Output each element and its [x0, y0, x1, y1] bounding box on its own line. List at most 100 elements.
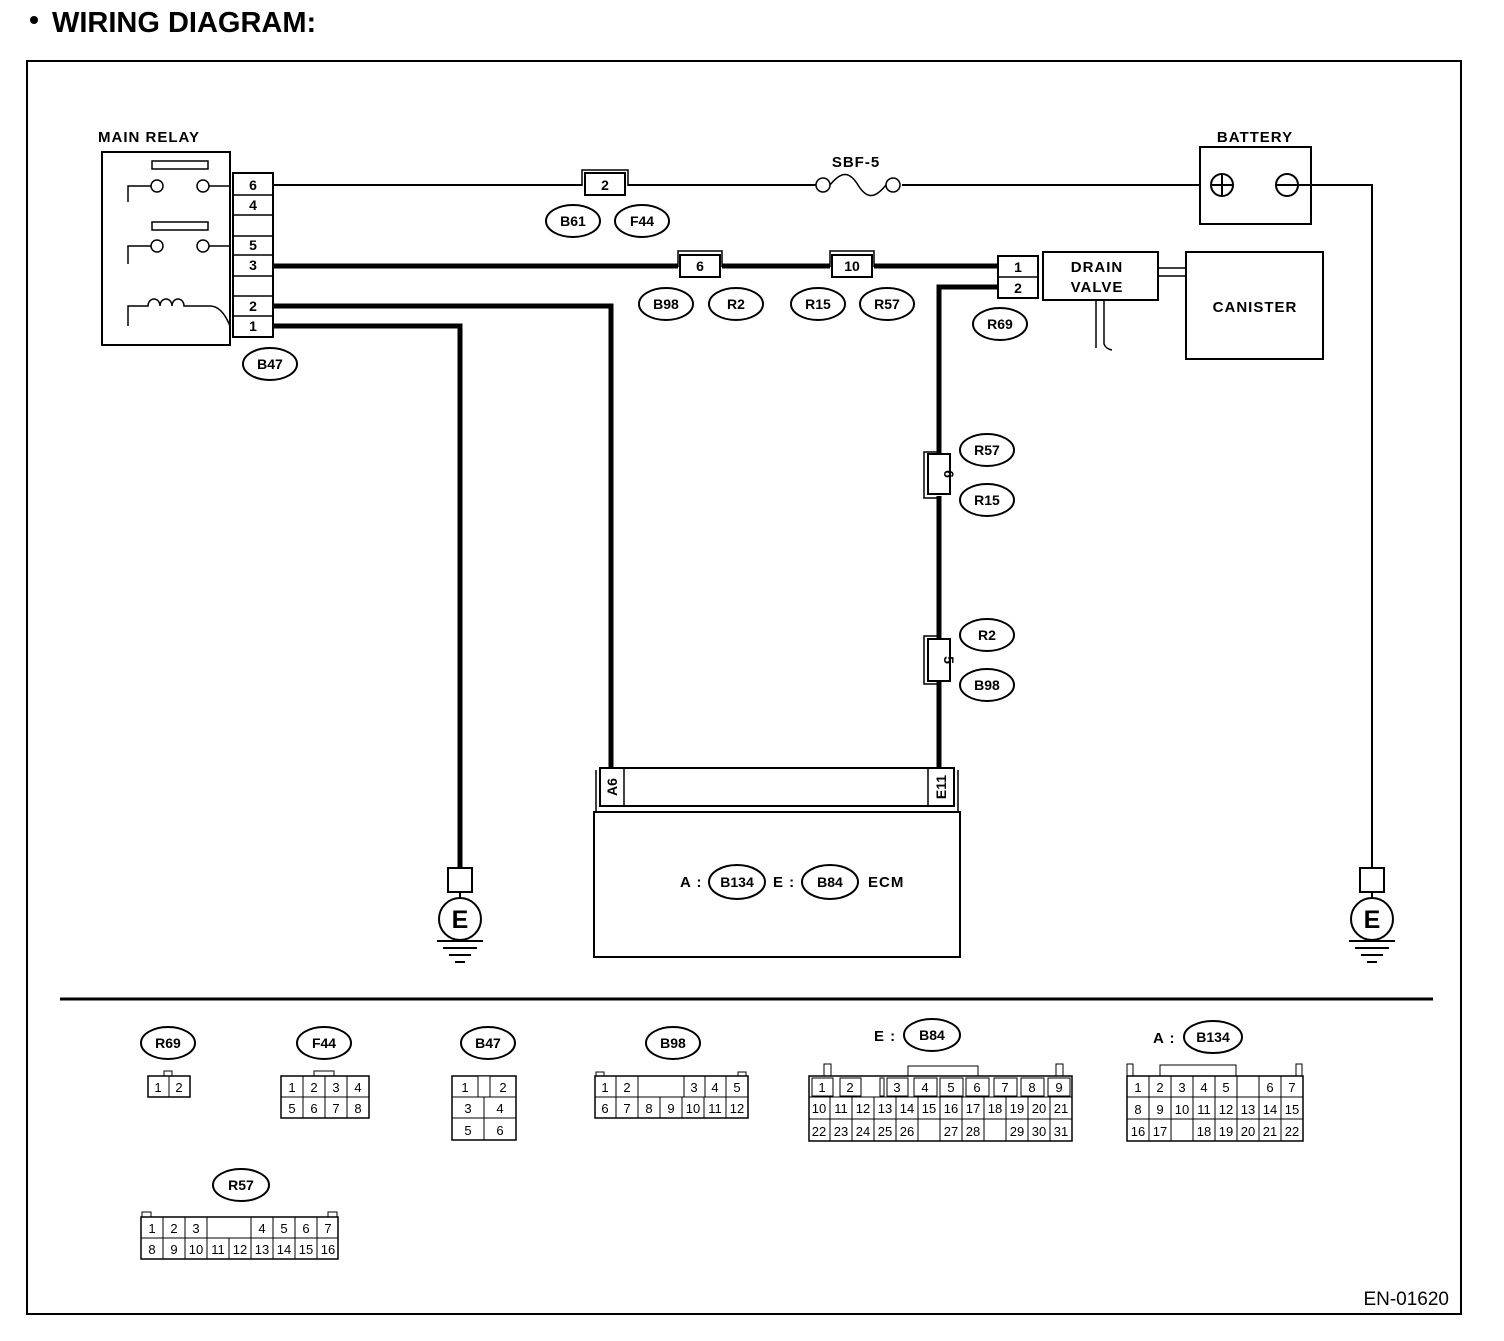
legend-pin: 5 — [733, 1080, 740, 1095]
relay-pin-3: 3 — [249, 257, 257, 273]
legend-pin: 23 — [834, 1124, 848, 1139]
legend-pin: 14 — [1263, 1102, 1277, 1117]
legend-b134: A : B134 1 2 3 4 5 6 7 8 9 10 11 12 13 1… — [1126, 1020, 1304, 1142]
oval-r15-vert-label: R15 — [974, 492, 1000, 508]
relay-switch-1-wire — [127, 185, 230, 202]
legend-pin: 1 — [818, 1080, 825, 1095]
legend-pin: 10 — [189, 1242, 203, 1257]
legend-pin: 24 — [856, 1124, 870, 1139]
legend-pin: 11 — [211, 1242, 225, 1257]
legend-pin: 4 — [258, 1221, 265, 1236]
earth-right-label: E — [1364, 906, 1381, 934]
wire-relay1-to-earth — [273, 323, 463, 868]
oval-r2-vert — [959, 618, 1015, 652]
ecm-body — [593, 811, 961, 958]
legend-b84: E : B84 1 2 3 4 5 6 7 — [808, 1018, 1073, 1142]
legend-f44-label: F44 — [312, 1035, 336, 1051]
pin-r15-r57: 10 — [844, 258, 860, 274]
earth-left-label: E — [452, 906, 469, 934]
oval-r57-top-label: R57 — [874, 296, 900, 312]
relay-pin-2: 2 — [249, 298, 257, 314]
legend-r69-oval — [140, 1026, 196, 1060]
legend-pin: 13 — [878, 1101, 892, 1116]
legend-pin: 3 — [1178, 1080, 1185, 1095]
legend-pin: 4 — [496, 1101, 503, 1116]
ecm-prefix-e: E : — [773, 874, 795, 891]
heading-bullet — [30, 16, 38, 24]
legend-b84-oval — [903, 1018, 961, 1052]
legend-pin: 6 — [302, 1221, 309, 1236]
relay-switch-2-bar — [151, 221, 209, 231]
relay-pin-1: 1 — [249, 318, 257, 334]
oval-r69 — [972, 307, 1028, 341]
legend-pin: 2 — [846, 1080, 853, 1095]
canister-label: CANISTER — [1213, 299, 1298, 316]
oval-r57-vert — [959, 433, 1015, 467]
earth-left: E — [437, 867, 483, 963]
page-title: WIRING DIAGRAM: — [52, 7, 316, 39]
legend-pin: 7 — [1001, 1080, 1008, 1095]
inline-connector-b61-f44: 2 — [581, 169, 629, 196]
legend-pin: 13 — [255, 1242, 269, 1257]
legend-pin: 15 — [1285, 1102, 1299, 1117]
legend-pin: 12 — [730, 1101, 744, 1116]
legend-pin: 9 — [170, 1242, 177, 1257]
canister: CANISTER — [1185, 251, 1324, 360]
legend-pin: 19 — [1219, 1124, 1233, 1139]
oval-b84 — [801, 864, 859, 900]
legend-b84-prefix: E : — [874, 1028, 896, 1045]
legend-pin: 3 — [690, 1080, 697, 1095]
fuse-label: SBF-5 — [832, 154, 880, 171]
pin-b61-f44: 2 — [601, 177, 609, 193]
legend-pin: 15 — [922, 1101, 936, 1116]
relay-switch-1-contact-a — [150, 179, 164, 193]
legend-pin: 31 — [1054, 1124, 1068, 1139]
inline-connector-b98-r2: 6 — [677, 250, 723, 278]
oval-f44 — [614, 204, 670, 238]
oval-r15-vert — [959, 483, 1015, 517]
fuse-terminal-right — [885, 177, 901, 193]
ecm-pin-e11: E11 — [933, 775, 949, 799]
legend-pin: 7 — [1288, 1080, 1295, 1095]
inline-connector-r15-r57: 10 — [829, 250, 875, 278]
ground-left-icon — [437, 940, 483, 963]
legend-pin: 10 — [686, 1101, 700, 1116]
valve-canister-hose — [1158, 267, 1186, 277]
ecm-pin-a6: A6 — [604, 778, 620, 796]
legend-b98: B98 1 2 3 4 5 6 7 8 9 10 11 12 — [594, 1026, 749, 1119]
legend-pin: 7 — [324, 1221, 331, 1236]
legend-r69: R69 1 2 — [140, 1026, 196, 1098]
legend-pin: 8 — [1028, 1080, 1035, 1095]
oval-r15-top-label: R15 — [805, 296, 831, 312]
legend-b98-oval — [645, 1026, 701, 1060]
legend-pin: 21 — [1054, 1101, 1068, 1116]
relay-switch-2-wire — [127, 245, 230, 264]
battery-positive-sign — [1211, 174, 1233, 196]
legend-pin: 27 — [944, 1124, 958, 1139]
ecm-label: ECM — [868, 874, 904, 891]
legend-pin: 7 — [332, 1101, 339, 1116]
oval-r2-top — [708, 287, 764, 321]
pin-r2-b98-vertical: 5 — [941, 656, 957, 664]
legend-pin: 21 — [1263, 1124, 1277, 1139]
battery-body — [1199, 146, 1312, 225]
pin-b98-r2: 6 — [696, 258, 704, 274]
oval-b98-vert — [959, 668, 1015, 702]
legend-b47: B47 1 2 3 4 5 6 — [451, 1026, 517, 1141]
legend-pin: 12 — [856, 1101, 870, 1116]
legend-b98-label: B98 — [660, 1035, 686, 1051]
oval-f44-label: F44 — [630, 213, 654, 229]
legend-pin: 16 — [1131, 1124, 1145, 1139]
legend-pin: 18 — [1197, 1124, 1211, 1139]
drain-valve-label-1: DRAIN — [1071, 259, 1124, 276]
legend-pin: 8 — [148, 1242, 155, 1257]
legend-pin: 1 — [1134, 1080, 1141, 1095]
legend-pin: 22 — [1285, 1124, 1299, 1139]
legend-pin: 9 — [1055, 1080, 1062, 1095]
main-relay-label: MAIN RELAY — [98, 129, 200, 146]
earth-right: E — [1349, 867, 1395, 963]
legend-pin: 8 — [1134, 1102, 1141, 1117]
legend-pin: 12 — [1219, 1102, 1233, 1117]
inline-connector-r57-r15-vertical: 6 — [923, 451, 957, 499]
